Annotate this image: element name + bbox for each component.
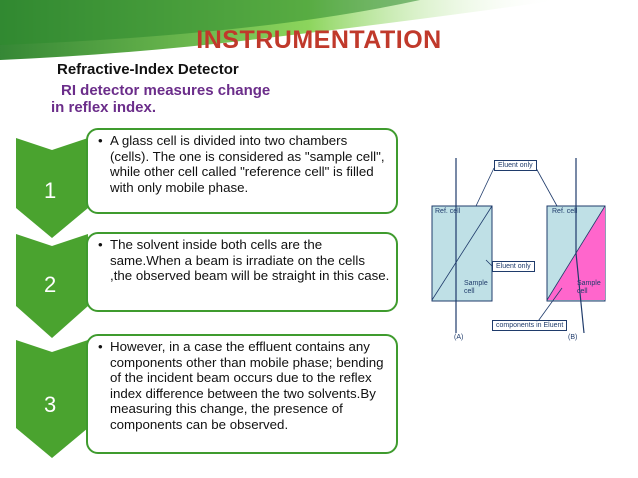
callout-components: components in Eluent xyxy=(492,320,568,331)
cell-a-ref-label: Ref. cell xyxy=(435,208,461,215)
cell-b-ref-label: Ref. cell xyxy=(552,208,578,215)
cell-b-sample-label-1: Sample xyxy=(577,280,601,287)
subtitle: Refractive-Index Detector xyxy=(57,61,239,78)
cell-a-caption: (A) xyxy=(454,334,464,341)
step-2-chevron xyxy=(16,234,88,338)
step-3-number: 3 xyxy=(44,392,57,417)
step-2-text: The solvent inside both cells are the sa… xyxy=(98,237,390,284)
step-1-box: A glass cell is divided into two chamber… xyxy=(86,128,398,214)
step-3-box: However, in a case the effluent contains… xyxy=(86,334,398,454)
background-swoosh xyxy=(0,0,560,60)
step-2-number: 2 xyxy=(44,272,57,297)
step-3-chevron xyxy=(16,340,88,458)
cell-drawing xyxy=(431,158,606,334)
callout-eluent-only-top: Eluent only xyxy=(494,160,537,171)
cell-a-sample-label-1: Sample xyxy=(464,280,488,287)
callout-eluent-only-mid: Eluent only xyxy=(492,261,535,272)
cell-a-sample-label-2: cell xyxy=(464,288,475,295)
step-3-text: However, in a case the effluent contains… xyxy=(98,339,390,432)
description-line-2: in reflex index. xyxy=(51,99,157,116)
cell-b-caption: (B) xyxy=(568,334,578,341)
step-2-box: The solvent inside both cells are the sa… xyxy=(86,232,398,312)
step-1-text: A glass cell is divided into two chamber… xyxy=(98,133,390,195)
step-1-number: 1 xyxy=(44,178,57,203)
cell-b-sample-label-2: cell xyxy=(577,288,588,295)
step-1-chevron xyxy=(16,138,88,238)
description: RI detector measures change in reflex in… xyxy=(51,82,270,116)
page-title: INSTRUMENTATION xyxy=(196,26,442,54)
description-line-1: RI detector measures change xyxy=(61,82,271,99)
ri-detector-diagram: Eluent only Eluent only components in El… xyxy=(414,148,628,354)
